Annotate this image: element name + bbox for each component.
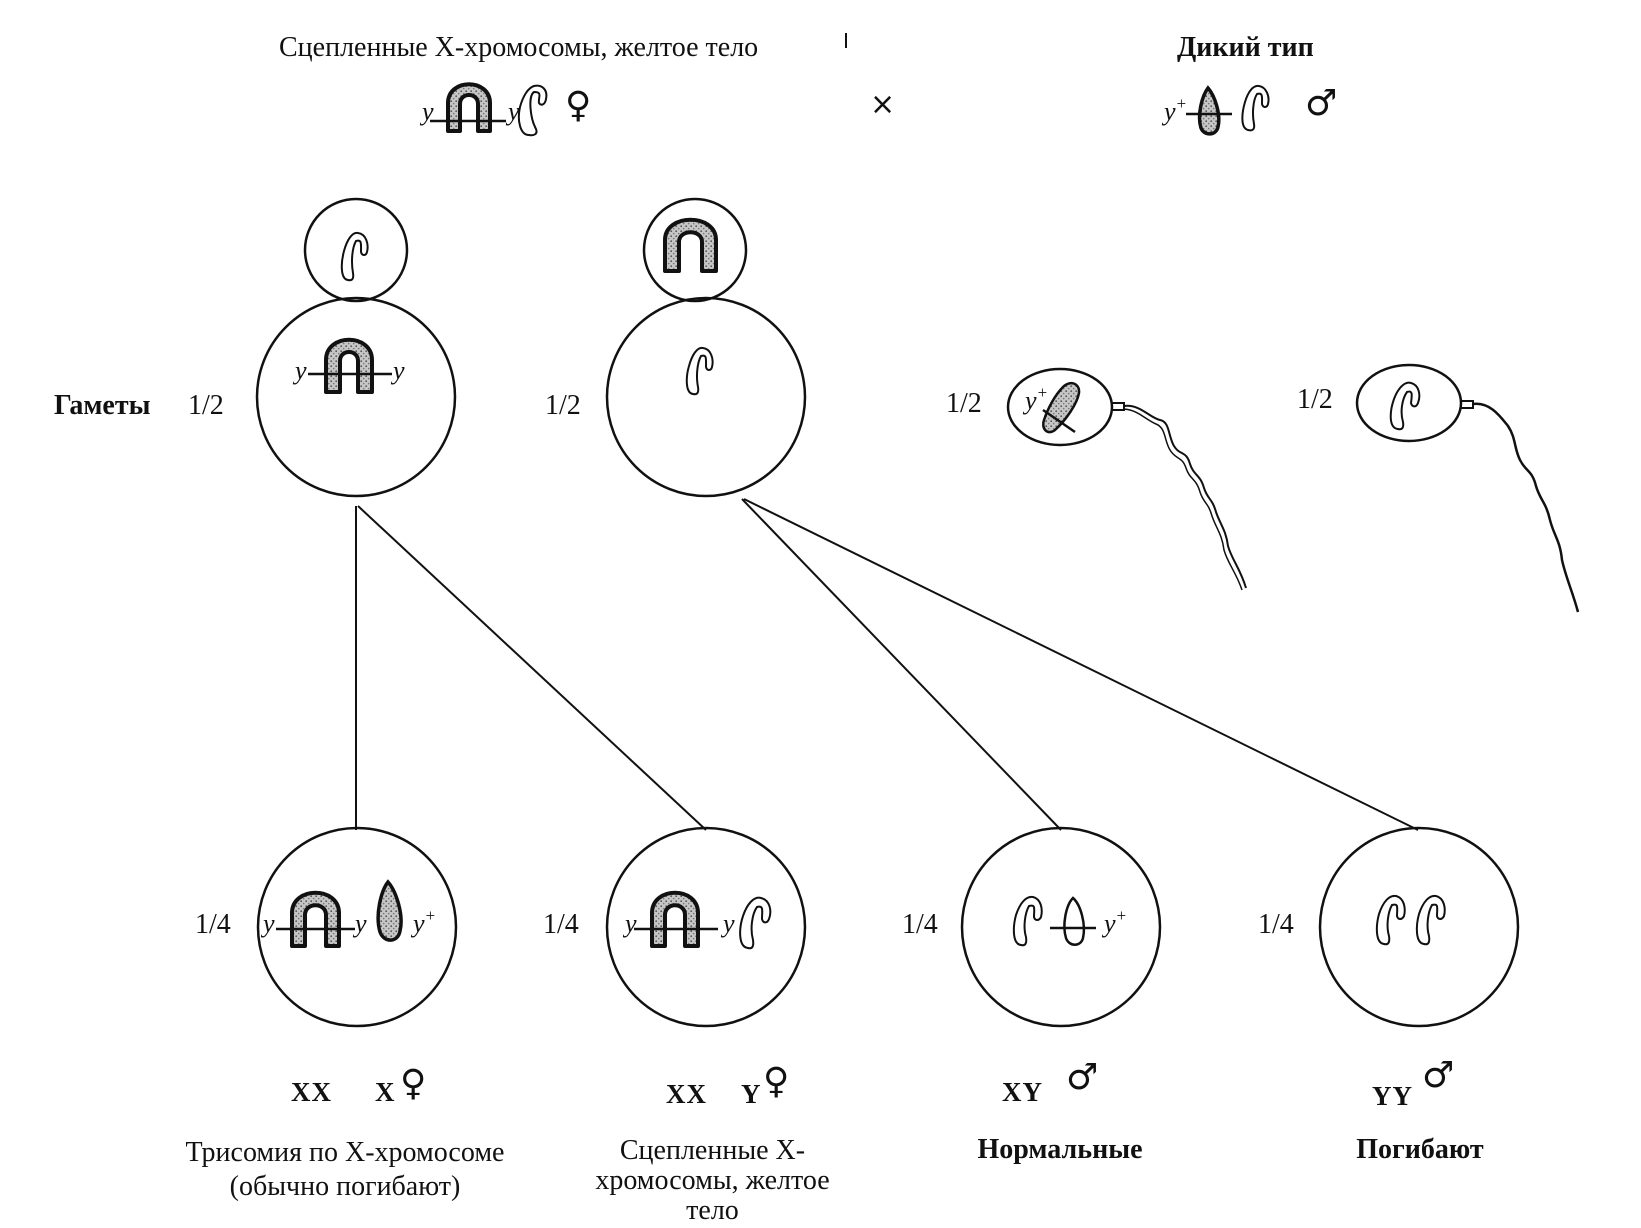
offspring-3-allele-y-plus: y+	[1104, 906, 1128, 938]
sperm-1	[1006, 367, 1247, 591]
offspring-2-cell	[605, 826, 807, 1028]
offspring-3-sex-symbol: ♂	[1066, 1057, 1099, 1098]
gamete-4-fraction: 1/2	[1297, 384, 1333, 415]
offspring-2-allele-y-left: y	[625, 909, 637, 938]
connector-egg2-offspring4	[743, 498, 1419, 831]
offspring-2-y-chromosome	[739, 896, 772, 950]
offspring-2-genotype-a: XX	[666, 1079, 707, 1109]
cross-symbol: ×	[870, 87, 896, 122]
female-parent-title: Сцепленные X-хромосомы, желтое тело	[279, 32, 759, 63]
offspring-1-genotype-b: X	[375, 1077, 396, 1107]
egg-1-allele-y-left: y	[295, 356, 307, 385]
offspring-1-allele-y-left: y	[263, 909, 275, 938]
offspring-2-allele-y-right: y	[723, 909, 735, 938]
egg-2-polar-body	[642, 197, 748, 303]
offspring-1-x-chromosome	[376, 879, 403, 942]
connector-egg1-offspring2	[357, 505, 707, 831]
parent-female-y-chromosome	[517, 84, 548, 137]
parent-male-y-chromosome	[1241, 84, 1270, 132]
offspring-2-sex-symbol: ♀	[763, 1061, 790, 1102]
offspring-2-attached-x-chromosome	[634, 890, 718, 948]
gamete-2-fraction: 1/2	[545, 390, 581, 421]
offspring-4-fraction: 1/4	[1258, 909, 1294, 940]
offspring-2-fraction: 1/4	[543, 909, 579, 940]
gametes-label: Гаметы	[54, 390, 151, 421]
offspring-4-sex-symbol: ♂	[1422, 1055, 1455, 1096]
offspring-1-cell	[256, 826, 458, 1028]
offspring-3-y-chromosome	[1012, 895, 1043, 947]
offspring-4-cell	[1318, 826, 1520, 1028]
offspring-1-allele-y-plus: y+	[413, 906, 437, 938]
egg-1-allele-y-right: y	[393, 356, 405, 385]
egg-1-polar-body-y-chromosome	[340, 231, 369, 282]
parent-male-x-chromosome	[1186, 85, 1232, 136]
offspring-4-y-chromosome-a	[1375, 894, 1406, 946]
female-allele-y-right: y	[508, 97, 520, 126]
gamete-1-fraction: 1/2	[188, 390, 224, 421]
gamete-3-fraction: 1/2	[946, 388, 982, 419]
female-parent-symbol: ♀	[565, 85, 592, 126]
offspring-1-fraction: 1/4	[195, 909, 231, 940]
offspring-1-sex-symbol: ♀	[400, 1063, 427, 1104]
offspring-4-y-chromosome-b	[1415, 894, 1446, 946]
offspring-4-genotype: YY	[1372, 1081, 1413, 1111]
egg-2-polar-body-attached-x-chromosome	[663, 217, 718, 273]
offspring-4-description: Погибают	[1356, 1134, 1484, 1165]
female-allele-y-left: y	[422, 97, 434, 126]
sperm-1-allele-y-plus: y+	[1025, 383, 1049, 415]
sperm-2	[1355, 363, 1580, 613]
parent-female-attached-x-chromosome	[430, 82, 506, 133]
offspring-2-description: Сцепленные X-хромосомы, желтое тело	[595, 1135, 830, 1226]
connector-egg2-offspring3	[741, 498, 1062, 831]
offspring-1-allele-y-mid: y	[355, 909, 367, 938]
egg-1-polar-body	[303, 197, 409, 303]
offspring-3-genotype: XY	[1002, 1077, 1043, 1107]
offspring-2-genotype-b: Y	[741, 1079, 762, 1109]
offspring-3-x-chromosome	[1050, 896, 1096, 946]
male-allele-y-plus: y+	[1164, 94, 1188, 126]
egg-1-attached-x-chromosome	[308, 337, 392, 394]
egg-2-y-chromosome	[685, 346, 714, 396]
offspring-3-cell	[960, 826, 1162, 1028]
offspring-1-genotype-a: XX	[291, 1077, 332, 1107]
egg-2-cell	[605, 296, 807, 498]
offspring-1-description: Трисомия по X-хромосоме (обычно погибают…	[185, 1137, 505, 1202]
offspring-1-attached-x-chromosome	[276, 890, 355, 948]
male-parent-symbol: ♂	[1305, 83, 1338, 124]
offspring-3-description: Нормальные	[977, 1134, 1143, 1165]
offspring-3-fraction: 1/4	[902, 909, 938, 940]
egg-1-cell	[255, 296, 457, 498]
male-parent-title: Дикий тип	[1177, 32, 1314, 63]
